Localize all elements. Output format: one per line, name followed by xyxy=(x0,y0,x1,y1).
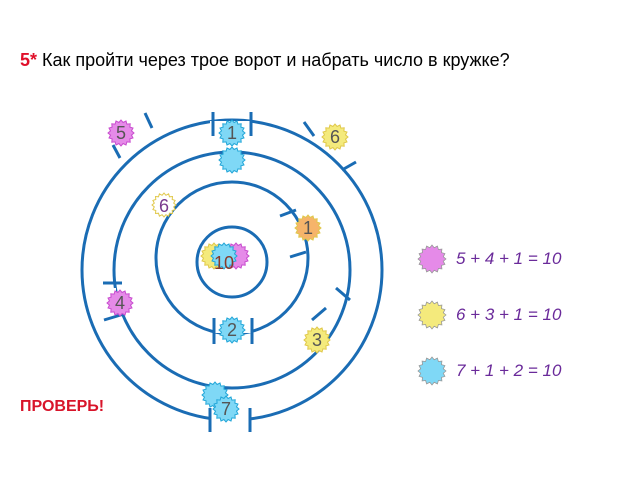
badge-outer-6: 6 xyxy=(321,123,349,151)
center-value: 10 xyxy=(214,253,234,273)
gate-inner-right xyxy=(279,208,307,259)
badge-bottom-7: 7 xyxy=(212,395,240,423)
badge-middle-1-label: 1 xyxy=(303,218,313,238)
badge-outer-1: 1 xyxy=(218,119,246,147)
badge-middle-3: 3 xyxy=(303,326,331,354)
gate-bottom-right xyxy=(311,286,351,322)
equation-1: 5 + 4 + 1 = 10 xyxy=(456,249,562,268)
task-title: 5* Как пройти через трое ворот и набрать… xyxy=(20,50,510,71)
badge-outer-blue xyxy=(218,146,246,174)
badge-middle-6: 6 xyxy=(159,196,169,216)
badge-middle-1: 1 xyxy=(294,214,322,242)
check-button[interactable]: ПРОВЕРЬ! xyxy=(20,398,105,415)
pink-sun-icon xyxy=(417,244,447,274)
badge-middle-3-label: 3 xyxy=(312,330,322,350)
center-ring xyxy=(195,225,269,299)
equation-3: 7 + 1 + 2 = 10 xyxy=(456,361,562,380)
badge-inner-2-label: 2 xyxy=(227,320,237,340)
task-number: 5* xyxy=(20,50,38,70)
badge-outer-5: 5 xyxy=(107,119,135,147)
badge-outer-1-label: 1 xyxy=(227,123,237,143)
yellow-sun-icon xyxy=(417,300,447,330)
badge-middle-4-label: 4 xyxy=(115,293,125,313)
badge-outer-5-label: 5 xyxy=(116,123,126,143)
task-question: Как пройти через трое ворот и набрать чи… xyxy=(42,50,510,70)
blue-sun-icon xyxy=(417,356,447,386)
equation-2: 6 + 3 + 1 = 10 xyxy=(456,305,562,324)
badge-outer-6-label: 6 xyxy=(330,127,340,147)
gate-outer-topright xyxy=(302,121,357,172)
badges: 5 1 6 1 4 2 3 7 6 10 xyxy=(106,119,349,423)
badge-middle-6-bg xyxy=(151,192,177,218)
badge-inner-2: 2 xyxy=(218,316,246,344)
center-blue-sun xyxy=(210,242,238,270)
badge-bottom-7-label: 7 xyxy=(221,399,231,419)
badge-middle-4: 4 xyxy=(106,289,134,317)
